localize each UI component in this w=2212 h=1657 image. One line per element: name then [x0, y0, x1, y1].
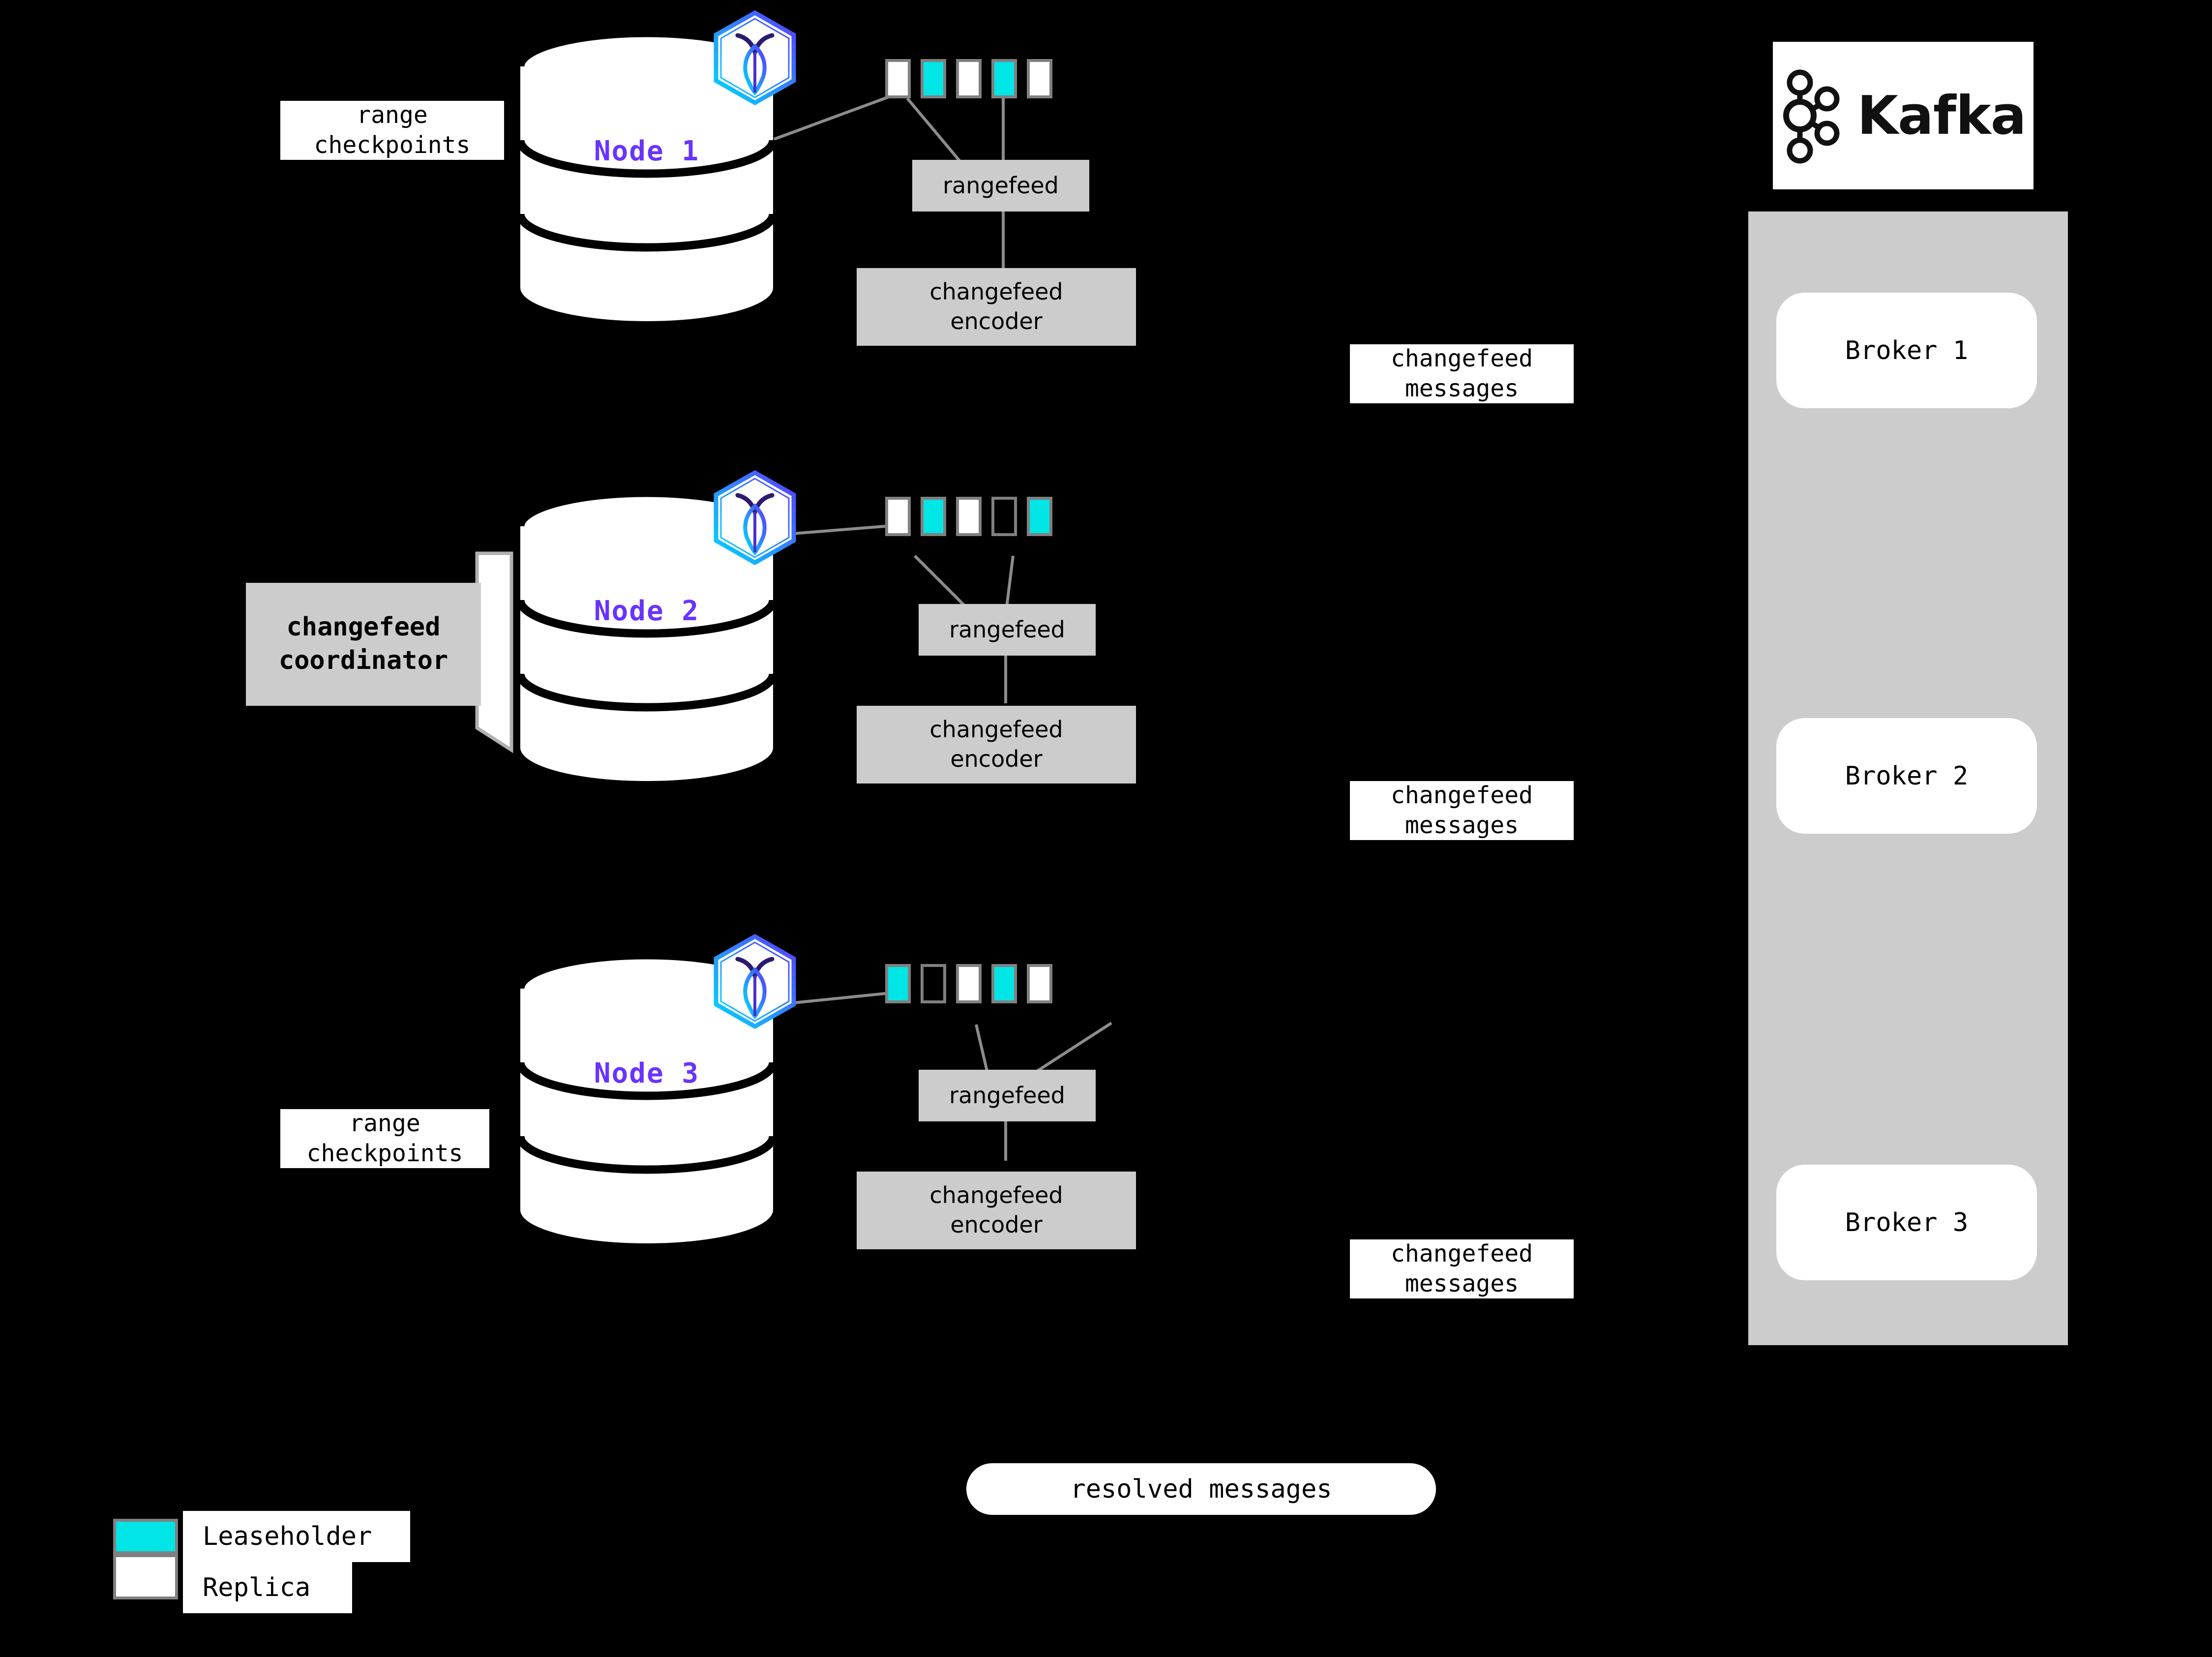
rangefeed-label: rangefeed [949, 616, 1065, 643]
legend-item-label: Replica [203, 1573, 311, 1602]
broker-3[interactable]: Broker 3 [1776, 1165, 2037, 1280]
resolved-messages-label: resolved messages [1070, 1474, 1332, 1504]
changefeed-messages-line2: messages [1405, 1270, 1519, 1297]
range-checkpoints-line2: checkpoints [306, 1140, 463, 1167]
node-1-label: Node 1 [594, 135, 700, 167]
node-2-encoder-box[interactable]: changefeed encoder [857, 706, 1136, 783]
legend-label-replica: Replica [183, 1562, 352, 1613]
node-2-label: Node 2 [594, 595, 700, 627]
broker-label: Broker 1 [1845, 335, 1969, 365]
rangefeed-label: rangefeed [943, 172, 1059, 199]
node-3-cylinder: Node 3 [516, 952, 777, 1247]
cockroachdb-hexagon-icon [712, 10, 798, 106]
changefeed-messages-line1: changefeed [1391, 1239, 1533, 1267]
node-1-encoder-box[interactable]: changefeed encoder [857, 268, 1136, 346]
range-checkpoints-line1: range [357, 101, 428, 129]
encoder-label-line2: encoder [950, 1211, 1043, 1238]
encoder-label-line2: encoder [950, 746, 1043, 772]
broker-label: Broker 2 [1845, 761, 1969, 791]
rangefeed-label: rangefeed [949, 1082, 1065, 1109]
node-3-encoder-box[interactable]: changefeed encoder [857, 1172, 1136, 1249]
node-1-rangefeed-box[interactable]: rangefeed [912, 160, 1089, 211]
node-3-range-checkpoints-label: range checkpoints [280, 1109, 489, 1168]
legend-swatch-replica [113, 1554, 178, 1599]
range-checkpoints-line1: range [349, 1109, 420, 1137]
node-3-label: Node 3 [594, 1057, 700, 1089]
range-cell[interactable] [991, 964, 1017, 1003]
legend-label-leaseholder: Leaseholder [183, 1511, 410, 1562]
range-cell[interactable] [1027, 964, 1052, 1003]
range-cell[interactable] [956, 964, 982, 1003]
range-cell[interactable] [991, 59, 1017, 98]
range-cell[interactable] [956, 59, 982, 98]
changefeed-messages-line2: messages [1405, 375, 1519, 402]
coordinator-line2: coordinator [278, 646, 448, 675]
changefeed-messages-line1: changefeed [1391, 781, 1533, 809]
range-cell[interactable] [921, 59, 946, 98]
node-3-ranges [885, 964, 1052, 1003]
node-1-changefeed-messages-label: changefeed messages [1350, 344, 1574, 403]
broker-label: Broker 3 [1845, 1207, 1969, 1237]
changefeed-messages-line2: messages [1405, 812, 1519, 839]
range-cell[interactable] [991, 497, 1017, 536]
broker-1[interactable]: Broker 1 [1776, 293, 2037, 408]
legend-item-label: Leaseholder [203, 1522, 372, 1551]
node-1-ranges [885, 59, 1052, 98]
cockroachdb-hexagon-icon [712, 934, 798, 1029]
encoder-label-line2: encoder [950, 308, 1043, 334]
encoder-label-line1: changefeed [929, 1182, 1063, 1209]
encoder-label-line1: changefeed [929, 278, 1063, 305]
node-3-rangefeed-box[interactable]: rangefeed [919, 1070, 1096, 1121]
node-2-ranges [885, 497, 1052, 536]
broker-2[interactable]: Broker 2 [1776, 718, 2037, 834]
range-cell[interactable] [885, 964, 911, 1003]
changefeed-coordinator[interactable]: changefeed coordinator [246, 548, 531, 755]
kafka-wordmark: Kafka [1857, 85, 2026, 147]
range-cell[interactable] [1027, 59, 1052, 98]
kafka-logo: Kafka [1773, 42, 2033, 189]
node-2-rangefeed-box[interactable]: rangefeed [919, 604, 1096, 656]
cockroachdb-hexagon-icon [712, 470, 798, 566]
coordinator-label: changefeed coordinator [246, 583, 481, 706]
node-1-range-checkpoints-label: range checkpoints [280, 101, 504, 160]
changefeed-messages-line1: changefeed [1391, 344, 1533, 372]
range-cell[interactable] [885, 59, 911, 98]
range-cell[interactable] [1027, 497, 1052, 536]
range-cell[interactable] [921, 497, 946, 536]
range-checkpoints-line2: checkpoints [314, 131, 471, 159]
node-3-changefeed-messages-label: changefeed messages [1350, 1239, 1574, 1298]
resolved-messages-pill: resolved messages [966, 1463, 1436, 1515]
kafka-nodes-icon [1780, 66, 1844, 165]
node-2-cylinder: Node 2 [516, 489, 777, 784]
legend-swatch-leaseholder [113, 1519, 178, 1554]
node-1-cylinder: Node 1 [516, 30, 777, 325]
range-cell[interactable] [956, 497, 982, 536]
node-2-changefeed-messages-label: changefeed messages [1350, 781, 1574, 840]
range-cell[interactable] [921, 964, 946, 1003]
encoder-label-line1: changefeed [929, 716, 1063, 743]
coordinator-line1: changefeed [286, 612, 441, 642]
range-cell[interactable] [885, 497, 911, 536]
